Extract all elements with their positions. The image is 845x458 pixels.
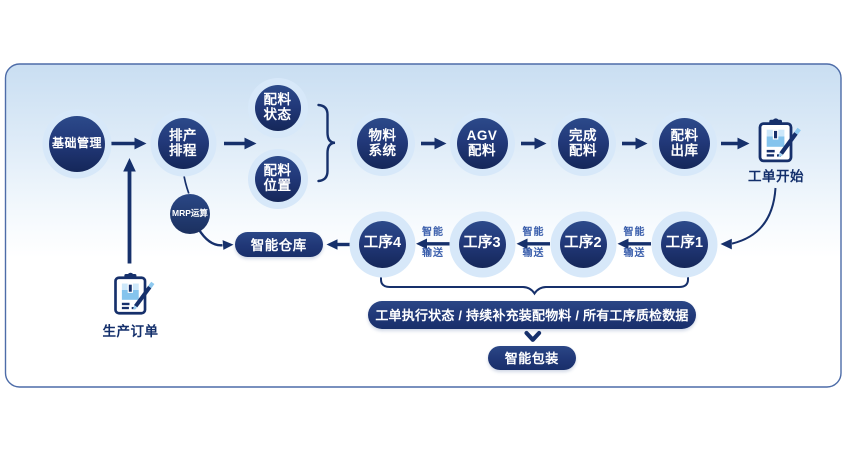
node-process-2: 工序2 xyxy=(559,220,607,268)
workorder-process1-arrow xyxy=(720,187,777,250)
node-material-status-label: 状态 xyxy=(263,106,292,122)
node-material-location-label: 位置 xyxy=(263,177,292,193)
smart-convey-text: 智能 xyxy=(422,227,444,238)
flow-arrows-row1 xyxy=(109,137,750,150)
smart-convey-label-1: 智能 输送 xyxy=(621,228,649,259)
node-material-outbound-label: 配料 xyxy=(670,127,699,143)
node-scheduling: 排产 排程 xyxy=(157,118,209,169)
status-bar-label: 工单执行状态 / 持续补充装配物料 / 所有工序质检数据 xyxy=(375,308,689,323)
smart-convey-text: 智能 xyxy=(522,227,545,238)
node-basic-management-label: 基础管理 xyxy=(51,136,102,151)
process-row-brace xyxy=(380,274,689,296)
node-material-status-label: 配料 xyxy=(263,91,292,107)
node-material-system-label: 系统 xyxy=(368,142,397,158)
work-order-start-label: 工单开始 xyxy=(748,169,804,184)
production-order-up-arrow xyxy=(123,158,136,264)
smart-packaging-label: 智能包装 xyxy=(504,351,559,367)
production-order-label: 生产订单 xyxy=(102,324,159,339)
smart-convey-label-3: 智能 输送 xyxy=(419,228,447,259)
node-process-3: 工序3 xyxy=(458,220,506,268)
smart-warehouse-label: 智能仓库 xyxy=(250,238,307,253)
node-complete-material-label: 完成 xyxy=(569,127,597,143)
node-material-outbound: 配料 出库 xyxy=(659,118,710,169)
smart-convey-text: 智能 xyxy=(623,227,646,238)
node-scheduling-label: 排程 xyxy=(169,142,197,158)
mrp-warehouse-arrow xyxy=(197,228,234,250)
node-material-status: 配料 状态 xyxy=(254,84,301,131)
pair-brace xyxy=(317,103,336,183)
node-material-outbound-label: 出库 xyxy=(670,142,699,158)
node-process-1-label: 工序1 xyxy=(665,235,704,252)
smart-convey-label-2: 智能 输送 xyxy=(520,228,548,259)
node-complete-material-label: 配料 xyxy=(569,142,597,158)
smart-convey-text: 输送 xyxy=(522,248,545,259)
node-material-system-label: 物料 xyxy=(368,127,397,143)
node-agv-material-label: AGV xyxy=(466,127,498,143)
node-process-2-label: 工序2 xyxy=(564,235,602,252)
node-mrp-computation: MRP运算 xyxy=(170,193,210,234)
node-agv-material: AGV 配料 xyxy=(456,118,508,169)
node-basic-management: 基础管理 xyxy=(49,115,105,172)
flow-arrows-row2 xyxy=(326,238,651,250)
node-process-4-label: 工序4 xyxy=(363,235,402,252)
node-complete-material: 完成 配料 xyxy=(557,118,609,169)
work-order-start-caption: 工单开始 xyxy=(726,165,826,185)
node-agv-material-label: 配料 xyxy=(468,142,496,158)
node-material-location-label: 配料 xyxy=(263,162,292,178)
production-order-caption: 生产订单 xyxy=(81,320,181,340)
node-scheduling-label: 排产 xyxy=(169,127,197,143)
smart-packaging-pill: 智能包装 xyxy=(488,345,576,370)
smart-convey-text: 输送 xyxy=(422,248,444,259)
down-chevron xyxy=(524,330,542,342)
smart-convey-text: 输送 xyxy=(623,248,646,259)
node-material-location: 配料 位置 xyxy=(254,155,301,202)
status-bar-pill: 工单执行状态 / 持续补充装配物料 / 所有工序质检数据 xyxy=(368,300,696,329)
scheduling-mrp-link xyxy=(182,172,190,194)
node-process-4: 工序4 xyxy=(359,220,406,268)
node-mrp-label: MRP运算 xyxy=(172,208,208,219)
node-process-3-label: 工序3 xyxy=(463,235,501,252)
node-process-1: 工序1 xyxy=(661,220,708,268)
smart-warehouse-pill: 智能仓库 xyxy=(235,231,323,257)
node-material-system: 物料 系统 xyxy=(357,118,408,169)
